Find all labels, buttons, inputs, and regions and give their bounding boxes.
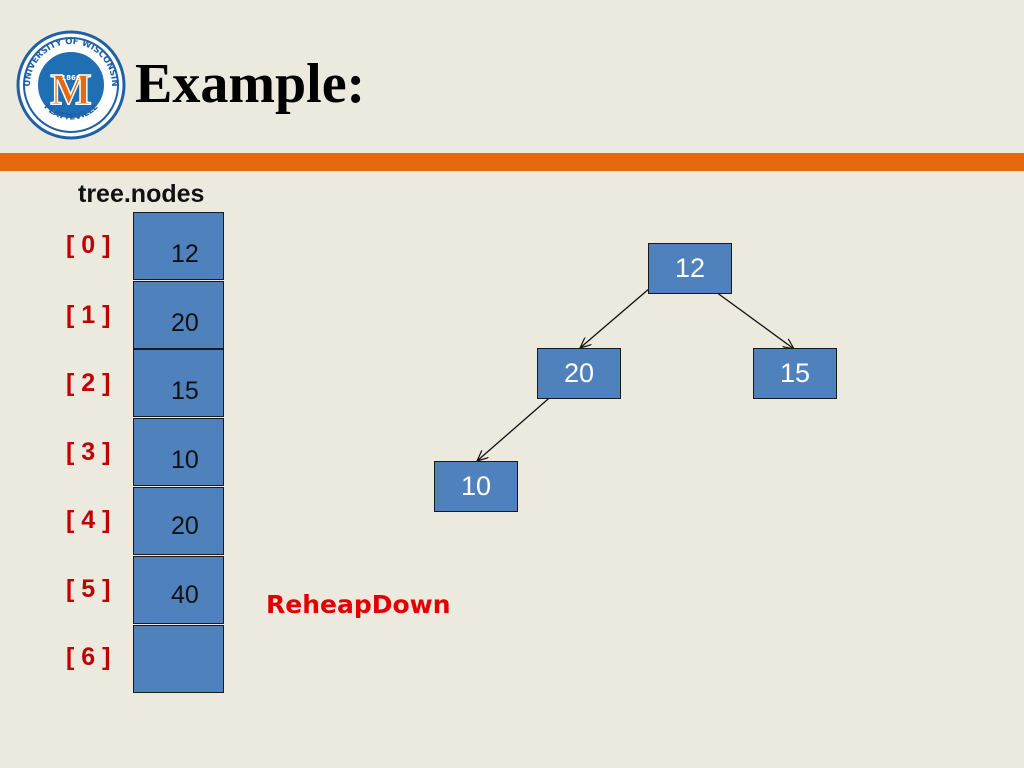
array-cell: 20 [133,281,224,349]
array-cell-value: 15 [171,377,199,405]
tree-node-right: 15 [753,348,837,399]
array-cell: 10 [133,418,224,486]
array-index-label: [ 2 ] [66,369,111,397]
logo-year: 1866 [61,74,81,82]
university-logo: UNIVERSITY OF WISCONSIN PLATTEVILLE M 18… [16,30,126,140]
algorithm-label: ReheapDown [266,590,451,619]
array-cell: 40 [133,556,224,624]
array-cell-value: 12 [171,240,199,268]
logo-letter: M [50,65,92,114]
array-index-label: [ 3 ] [66,438,111,466]
edge-root-right [715,291,794,349]
accent-bar [0,153,1024,171]
edge-root-left [580,281,658,348]
array-index-label: [ 4 ] [66,506,111,534]
array-cell-value: 20 [171,512,199,540]
array-cell: 20 [133,487,224,555]
array-cell: 15 [133,349,224,417]
array-index-label: [ 5 ] [66,575,111,603]
array-index-label: [ 1 ] [66,301,111,329]
tree-node-root: 12 [648,243,732,294]
array-index-label: [ 6 ] [66,643,111,671]
array-cell [133,625,224,693]
slide-title: Example: [135,53,366,115]
array-index-label: [ 0 ] [66,231,111,259]
edge-left-leftleft [477,392,556,461]
array-label: tree.nodes [78,180,205,208]
array-cell: 12 [133,212,224,280]
array-cell-value: 20 [171,309,199,337]
tree-node-left: 20 [537,348,621,399]
tree-node-left-left: 10 [434,461,518,512]
array-cell-value: 40 [171,581,199,609]
array-cell-value: 10 [171,446,199,474]
